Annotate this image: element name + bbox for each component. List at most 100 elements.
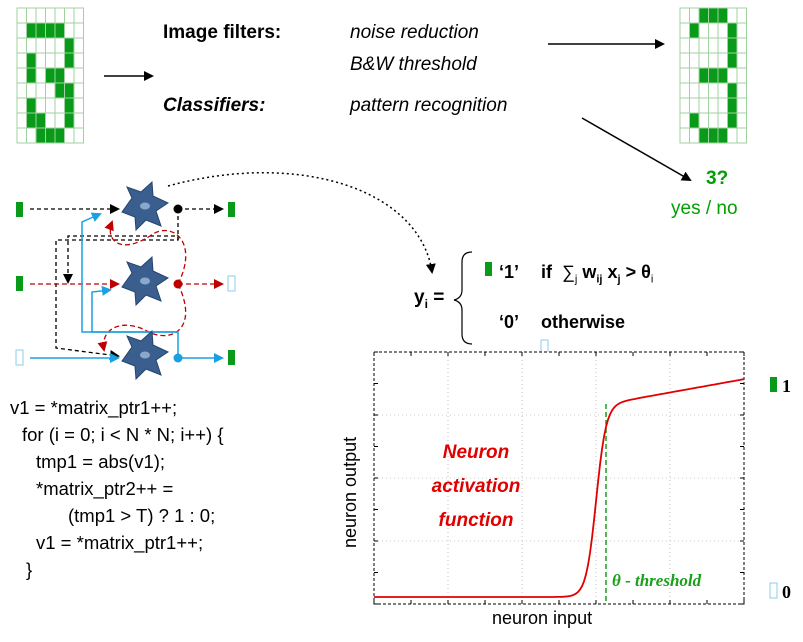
activation-curve xyxy=(374,378,745,598)
grid-cell xyxy=(717,37,728,54)
grid-cell xyxy=(16,127,27,144)
grid-cell xyxy=(727,82,738,99)
grid-cell xyxy=(64,112,75,129)
grid-cell xyxy=(54,127,65,144)
grid-cell xyxy=(689,22,700,39)
grid-cell xyxy=(73,127,84,144)
noisy-digit-grid xyxy=(16,7,84,144)
grid-cell xyxy=(689,67,700,84)
grid-cell xyxy=(35,7,46,24)
grid-cell xyxy=(73,37,84,54)
grid-cell xyxy=(35,97,46,114)
grid-cell xyxy=(54,52,65,69)
grid-cell xyxy=(45,82,56,99)
grid-cell xyxy=(736,22,747,39)
grid-cell xyxy=(54,97,65,114)
grid-cell xyxy=(73,82,84,99)
grid-cell xyxy=(16,22,27,39)
plot-annotation-line2: activation xyxy=(431,476,521,497)
code-line-6: v1 = *matrix_ptr1++; xyxy=(36,532,204,553)
grid-cell xyxy=(54,67,65,84)
neuron-to-formula-arrow xyxy=(167,171,436,274)
grid-cell xyxy=(35,52,46,69)
plot-ylabel: neuron output xyxy=(340,436,360,548)
neural-network xyxy=(15,180,236,381)
grid-cell xyxy=(64,67,75,84)
grid-cell xyxy=(64,82,75,99)
code-line-5: (tmp1 > T) ? 1 : 0; xyxy=(68,505,216,526)
grid-cell xyxy=(26,67,37,84)
grid-cell xyxy=(689,82,700,99)
grid-cell xyxy=(35,22,46,39)
grid-cell xyxy=(727,97,738,114)
grid-cell xyxy=(16,67,27,84)
grid-cell xyxy=(708,82,719,99)
grid-cell xyxy=(73,97,84,114)
grid-cell xyxy=(35,37,46,54)
grid-cell xyxy=(698,97,709,114)
plot-annotation-line3: function xyxy=(438,510,514,531)
grid-cell xyxy=(727,7,738,24)
grid-cell xyxy=(736,82,747,99)
grid-cell xyxy=(698,7,709,24)
grid-cell xyxy=(64,22,75,39)
grid-cell xyxy=(45,7,56,24)
grid-cell xyxy=(717,112,728,129)
classifiers-label: Classifiers: xyxy=(163,95,266,116)
activation-plot xyxy=(373,351,745,605)
output-marker-2 xyxy=(227,275,236,292)
neuron-cell-3 xyxy=(121,329,170,381)
grid-cell xyxy=(727,52,738,69)
grid-cell xyxy=(689,97,700,114)
level-low-label: 0 xyxy=(782,582,791,602)
grid-cell xyxy=(26,22,37,39)
grid-cell xyxy=(679,67,690,84)
grid-cell xyxy=(736,37,747,54)
grid-cell xyxy=(73,22,84,39)
grid-cell xyxy=(54,112,65,129)
grid-cell xyxy=(689,127,700,144)
input-marker-1 xyxy=(16,202,23,217)
grid-cell xyxy=(64,37,75,54)
grid-cell xyxy=(736,52,747,69)
grid-cell xyxy=(689,52,700,69)
grid-cell xyxy=(708,7,719,24)
bw-threshold-label: B&W threshold xyxy=(350,54,477,75)
grid-cell xyxy=(45,52,56,69)
grid-cell xyxy=(717,22,728,39)
level-high-label: 1 xyxy=(782,376,791,396)
grid-cell xyxy=(698,112,709,129)
grid-cell xyxy=(689,7,700,24)
grid-cell xyxy=(64,127,75,144)
grid-cell xyxy=(727,22,738,39)
grid-cell xyxy=(679,82,690,99)
grid-cell xyxy=(54,37,65,54)
result-question: 3? xyxy=(706,168,729,189)
formula-case1: ‘1’if ∑j wij xj > θi xyxy=(499,262,654,286)
grid-cell xyxy=(45,22,56,39)
grid-cell xyxy=(35,82,46,99)
grid-cell xyxy=(679,37,690,54)
grid-cell xyxy=(45,97,56,114)
grid-cell xyxy=(698,37,709,54)
grid-cell xyxy=(73,67,84,84)
grid-cell xyxy=(708,97,719,114)
classifier-to-result-arrow xyxy=(581,117,692,181)
grid-cell xyxy=(45,37,56,54)
grid-cell xyxy=(717,82,728,99)
grid-cell xyxy=(54,7,65,24)
grid-cell xyxy=(698,67,709,84)
grid-cell xyxy=(64,52,75,69)
clean-digit-grid xyxy=(679,7,747,144)
grid-cell xyxy=(679,52,690,69)
grid-cell xyxy=(708,37,719,54)
output-marker-3 xyxy=(228,350,235,365)
grid-cell xyxy=(698,82,709,99)
grid-cell xyxy=(736,7,747,24)
grid-cell xyxy=(679,127,690,144)
grid-cell xyxy=(736,112,747,129)
grid-cell xyxy=(26,52,37,69)
grid-cell xyxy=(54,82,65,99)
grid-cell xyxy=(708,127,719,144)
